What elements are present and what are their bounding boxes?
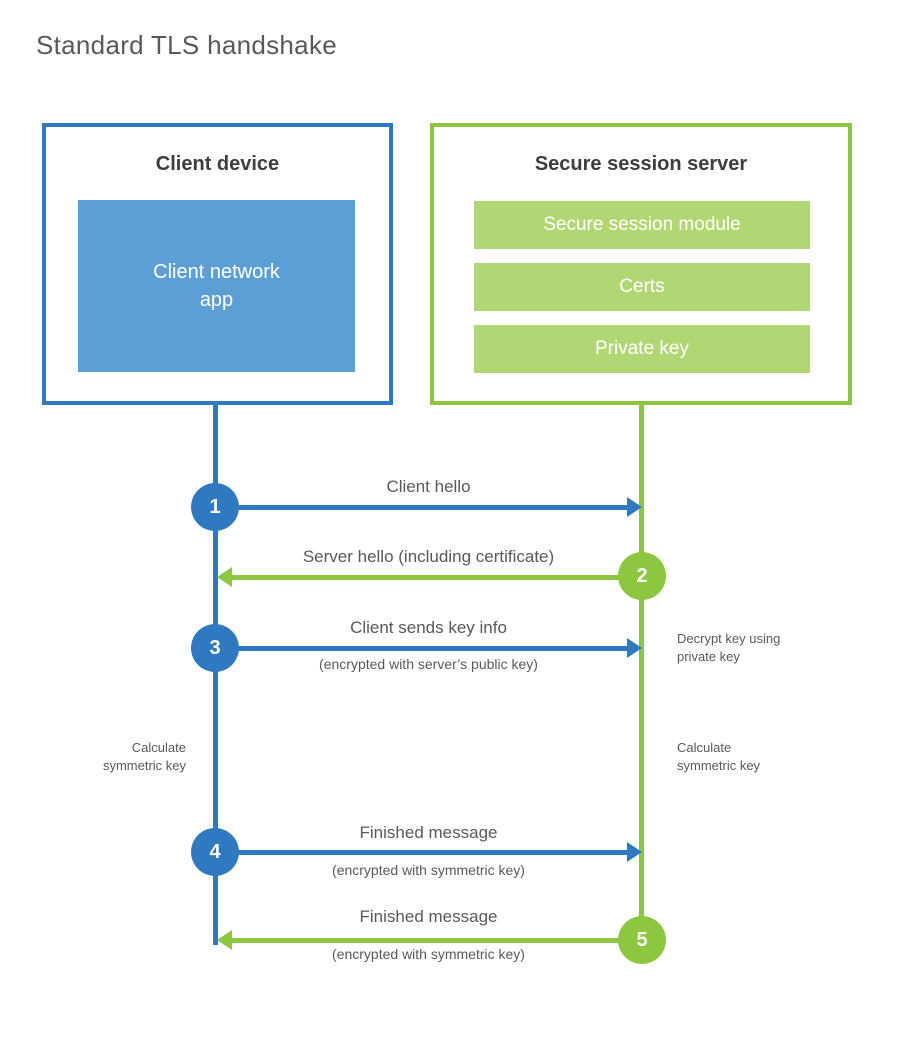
step-4-circle: 4: [191, 828, 239, 876]
server-module-bar: Private key: [474, 325, 810, 373]
step-3-arrow: [215, 646, 627, 651]
client-device-title: Client device: [155, 153, 280, 175]
step-2-circle: 2: [618, 552, 666, 600]
step-4-label: Finished message: [359, 823, 498, 842]
step-2-arrow: [231, 575, 642, 580]
step-3-sublabel: (encrypted with server’s public key): [319, 656, 538, 672]
arrow-left-icon: [217, 567, 232, 587]
server-module-bar: Certs: [474, 263, 810, 311]
step-1-label: Client hello: [386, 477, 471, 496]
step-4-arrow: [215, 850, 627, 855]
step-5-arrow: [231, 938, 642, 943]
decrypt-key-note: Decrypt key using private key: [677, 631, 781, 665]
step-4-sublabel: (encrypted with symmetric key): [332, 862, 525, 878]
step-5-circle: 5: [618, 916, 666, 964]
client-lifeline: [213, 405, 218, 945]
arrow-left-icon: [217, 930, 232, 950]
server-lifeline: [639, 403, 644, 938]
step-1-circle: 1: [191, 483, 239, 531]
calculate-symmetric-key-right-note: Calculate symmetric key: [677, 740, 761, 774]
step-5-label: Finished message: [359, 907, 498, 926]
step-1-arrow: [215, 505, 627, 510]
step-5-sublabel: (encrypted with symmetric key): [332, 946, 525, 962]
client-network-app-box: Client network app: [78, 200, 355, 372]
secure-session-server-title: Secure session server: [534, 153, 748, 175]
step-2-label: Server hello (including certificate): [302, 547, 555, 566]
server-module-bar: Secure session module: [474, 201, 810, 249]
arrow-right-icon: [627, 842, 642, 862]
arrow-right-icon: [627, 497, 642, 517]
page-title: Standard TLS handshake: [36, 30, 338, 60]
step-3-circle: 3: [191, 624, 239, 672]
step-3-label: Client sends key info: [350, 618, 507, 637]
calculate-symmetric-key-left-note: Calculate symmetric key: [102, 740, 186, 774]
arrow-right-icon: [627, 638, 642, 658]
